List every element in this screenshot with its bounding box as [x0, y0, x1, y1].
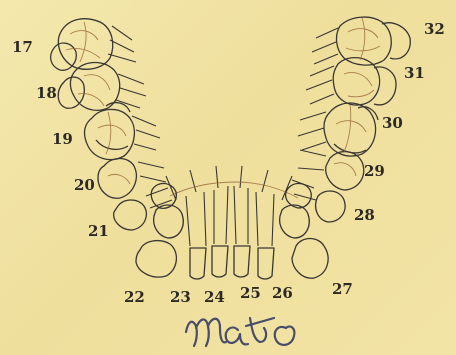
tooth-31 — [306, 58, 396, 105]
label-27: 27 — [332, 280, 353, 298]
tooth-25 — [234, 186, 250, 277]
label-24: 24 — [204, 288, 225, 306]
tooth-28 — [292, 180, 345, 222]
tooth-27 — [280, 205, 328, 278]
tooth-26 — [256, 192, 274, 279]
label-26: 26 — [272, 284, 293, 302]
label-20: 20 — [74, 176, 95, 194]
tooth-32 — [312, 17, 410, 65]
label-30: 30 — [382, 114, 403, 132]
label-18: 18 — [36, 84, 57, 102]
label-25: 25 — [240, 284, 261, 302]
tooth-21 — [114, 188, 172, 230]
label-23: 23 — [170, 288, 191, 306]
label-17: 17 — [12, 38, 33, 56]
label-21: 21 — [88, 222, 109, 240]
handwritten-signature — [186, 318, 294, 346]
tooth-23 — [186, 192, 206, 279]
tooth-19 — [85, 103, 160, 160]
label-32: 32 — [424, 20, 445, 38]
label-19: 19 — [52, 130, 73, 148]
label-22: 22 — [124, 288, 145, 306]
label-31: 31 — [404, 64, 425, 82]
label-29: 29 — [364, 162, 385, 180]
tooth-30 — [298, 103, 378, 156]
tooth-22 — [136, 205, 183, 277]
tooth-18 — [58, 63, 146, 111]
incisor-roots — [151, 166, 311, 208]
label-28: 28 — [354, 206, 375, 224]
tooth-24 — [212, 186, 228, 277]
